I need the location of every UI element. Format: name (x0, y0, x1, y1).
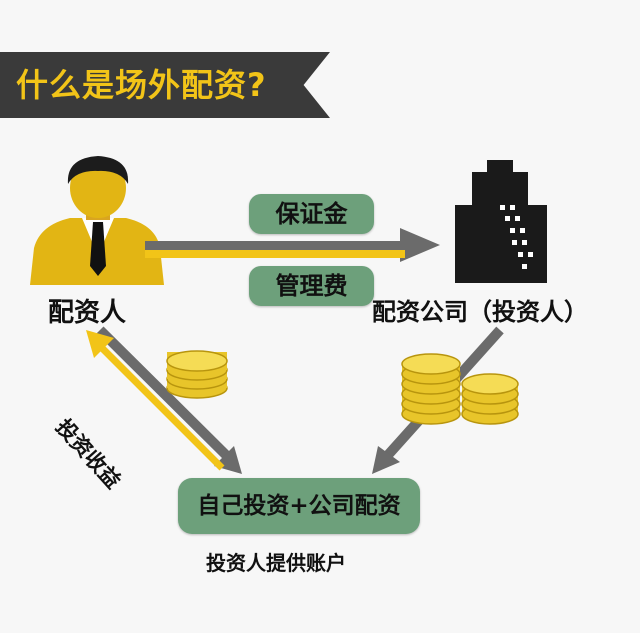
businessman-icon (30, 156, 164, 285)
title-banner: 什么是场外配资? (0, 52, 330, 118)
coin-stack-icon (166, 350, 228, 399)
page-title: 什么是场外配资? (16, 66, 267, 104)
coin-stack-icon (401, 353, 519, 425)
fee-flow-label: 管理费 (249, 266, 374, 306)
account-caption: 投资人提供账户 (206, 551, 346, 575)
deposit-flow-label: 保证金 (249, 194, 374, 234)
lender-label: 配资公司（投资人） (372, 298, 588, 326)
borrower-label: 配资人 (48, 298, 127, 328)
arrow-to-lender (145, 228, 440, 262)
office-building-icon (455, 160, 547, 283)
arrow-returns-to-borrower (86, 330, 225, 471)
arrow-to-account-left (96, 326, 242, 474)
account-node: 自己投资+公司配资 (178, 478, 420, 534)
